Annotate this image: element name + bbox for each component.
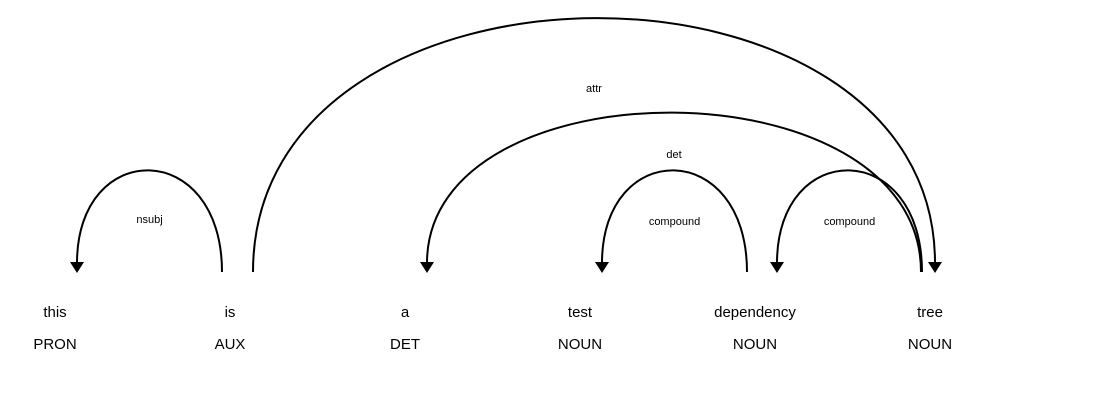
arc-path [426, 111, 922, 273]
token-word: dependency [714, 304, 796, 321]
token-word: this [43, 304, 66, 321]
token-word: is [225, 304, 236, 321]
arc-path [252, 17, 936, 273]
token-word: tree [917, 304, 943, 321]
token-tag: NOUN [558, 336, 602, 353]
arc-path [76, 169, 223, 273]
token-tag: DET [390, 336, 420, 353]
token-tag: PRON [33, 336, 76, 353]
arc-attr: attr [252, 17, 942, 273]
arrowhead-icon [595, 262, 609, 273]
arc-det: det [420, 111, 922, 273]
arcs-layer: nsubj attr det compound compound [70, 17, 942, 273]
arc-compound: compound [770, 169, 923, 273]
arc-compound: compound [595, 169, 748, 273]
arc-path [776, 169, 923, 273]
arc-label: attr [586, 83, 602, 95]
token-word: a [401, 304, 410, 321]
arc-label: compound [824, 216, 875, 228]
arc-label: nsubj [136, 214, 162, 226]
arc-label: compound [649, 216, 700, 228]
arc-label: det [666, 149, 681, 161]
token-word: test [568, 304, 593, 321]
token-tag: NOUN [733, 336, 777, 353]
arc-nsubj: nsubj [70, 169, 223, 273]
arrowhead-icon [420, 262, 434, 273]
arrowhead-icon [770, 262, 784, 273]
token-tag: NOUN [908, 336, 952, 353]
token-tag: AUX [215, 336, 246, 353]
arrowhead-icon [928, 262, 942, 273]
arc-path [601, 169, 748, 273]
arrowhead-icon [70, 262, 84, 273]
tokens-layer: thisPRONisAUXaDETtestNOUNdependencyNOUNt… [33, 304, 952, 353]
